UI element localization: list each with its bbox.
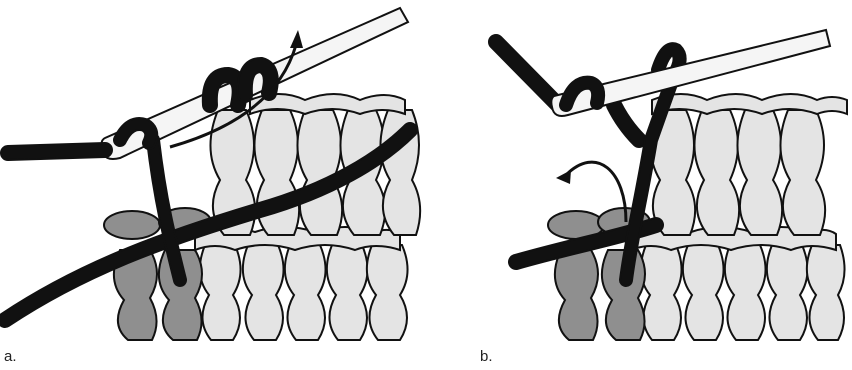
caption-b: b.: [480, 348, 493, 365]
caption-a: a.: [4, 348, 17, 365]
lower-row-stitches: [200, 245, 408, 340]
crochet-illustration-b: [426, 0, 852, 370]
lower-row-stitches: [641, 245, 845, 340]
panel-b: b.: [426, 0, 852, 370]
crochet-illustration-a: [0, 0, 426, 370]
panel-a: a.: [0, 0, 426, 370]
upper-row-stitches: [650, 94, 847, 235]
